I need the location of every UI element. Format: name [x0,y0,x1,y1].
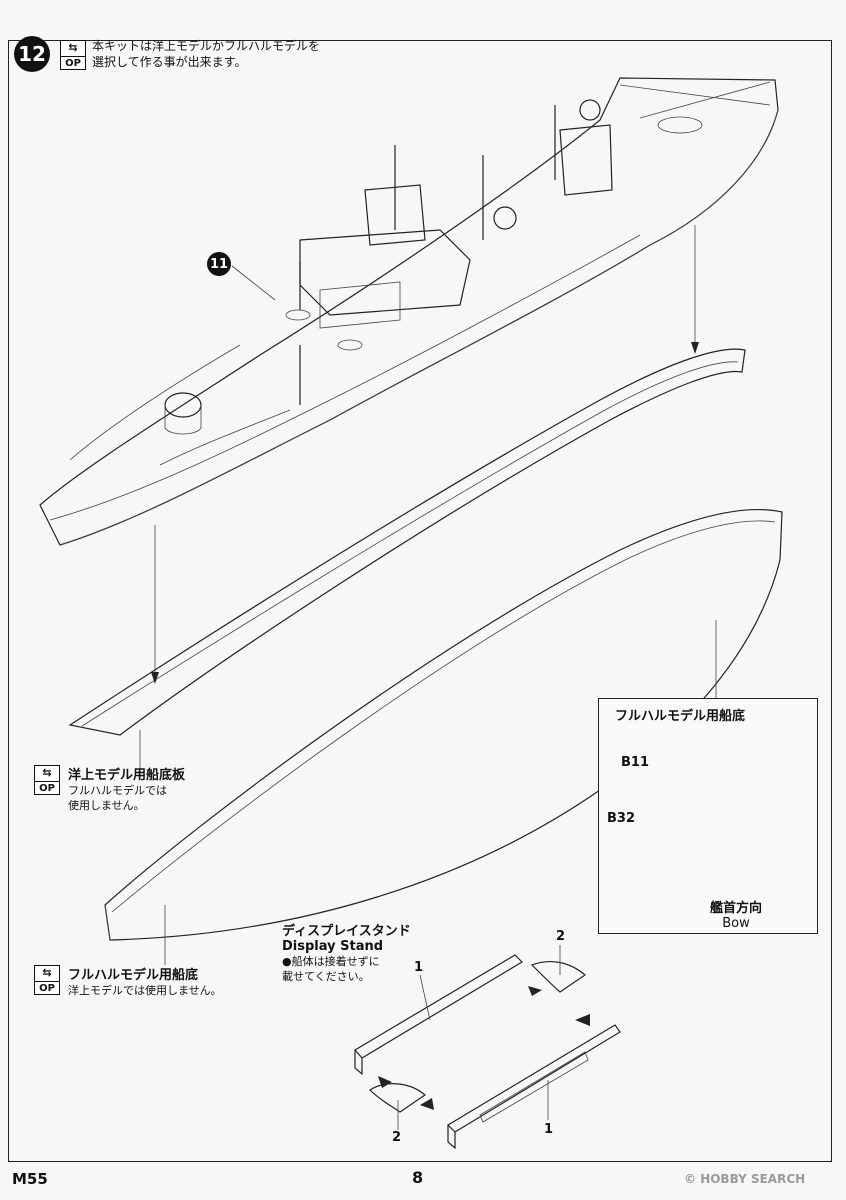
op-arrow: ⇆ [35,766,59,782]
op-marker-icon: ⇆ OP [34,765,60,795]
display-stand-caption: ディスプレイスタンド Display Stand ●船体は接着せずに 載せてくだ… [282,920,411,984]
step-instruction: 本キットは洋上モデルかフルハルモデルを 選択して作る事が出来ます。 [92,38,320,70]
callout-number: 11 [209,256,229,272]
stand-part-label-2-lower: 2 [392,1130,402,1145]
stand-note-line-2: 載せてください。 [282,970,370,983]
bow-direction: 艦首方向 Bow [691,897,781,931]
watermark-copyright: © [684,1172,696,1186]
part-label-b32: B32 [607,811,635,826]
op-label: OP [39,983,55,994]
waterline-note-line-2: 使用しません。 [68,799,145,812]
fullhull-title: フルハルモデル用船底 [68,968,199,983]
waterline-note-line-1: フルハルモデルでは [68,784,167,797]
watermark-brand: HOBBY [700,1172,747,1186]
step-instruction-line-2: 選択して作る事が出来ます。 [92,55,247,69]
step-number-badge: 12 [14,36,50,72]
page-frame [8,40,832,1162]
waterline-title: 洋上モデル用船底板 [68,768,186,783]
stand-note-line-1: ●船体は接着せずに [282,955,380,968]
stand-part-label-2-upper: 2 [556,929,566,944]
stand-part-label-1-upper: 1 [414,960,424,975]
bow-direction-jp: 艦首方向 [709,901,762,916]
ship-upper-hull [39,77,779,546]
stand-title-en: Display Stand [282,939,384,954]
step-instruction-line-1: 本キットは洋上モデルかフルハルモデルを [92,39,321,53]
model-code: M55 [12,1170,48,1188]
op-marker-icon: ⇆ OP [60,40,86,70]
hobbysearch-watermark: © HOBBY SEARCH [684,1172,805,1186]
callout-step-11: 11 [207,252,231,276]
stand-part-label-1-lower: 1 [544,1122,554,1137]
fullhull-inset: フルハルモデル用船底 B11 B32 艦首方向 Bow [598,698,818,934]
bow-direction-en: Bow [722,916,750,931]
stand-title-jp: ディスプレイスタンド [282,924,411,939]
op-marker-icon: ⇆ OP [34,965,60,995]
op-label: OP [65,58,81,69]
op-arrow: ⇆ [61,41,85,57]
op-label: OP [39,783,55,794]
full-hull-bottom [104,508,783,941]
display-stand [354,945,621,1150]
watermark-suffix: SEARCH [750,1172,806,1186]
part-label-b11: B11 [621,755,649,770]
step-number: 12 [18,42,46,66]
waterline-note: 洋上モデル用船底板 フルハルモデルでは 使用しません。 [68,764,185,813]
page-number: 8 [412,1168,424,1187]
inset-title: フルハルモデル用船底 [615,709,746,724]
op-arrow: ⇆ [35,966,59,982]
waterline-base-plate [68,348,746,736]
fullhull-note: フルハルモデル用船底 洋上モデルでは使用しません。 [68,964,222,998]
fullhull-note-text: 洋上モデルでは使用しません。 [68,984,222,997]
